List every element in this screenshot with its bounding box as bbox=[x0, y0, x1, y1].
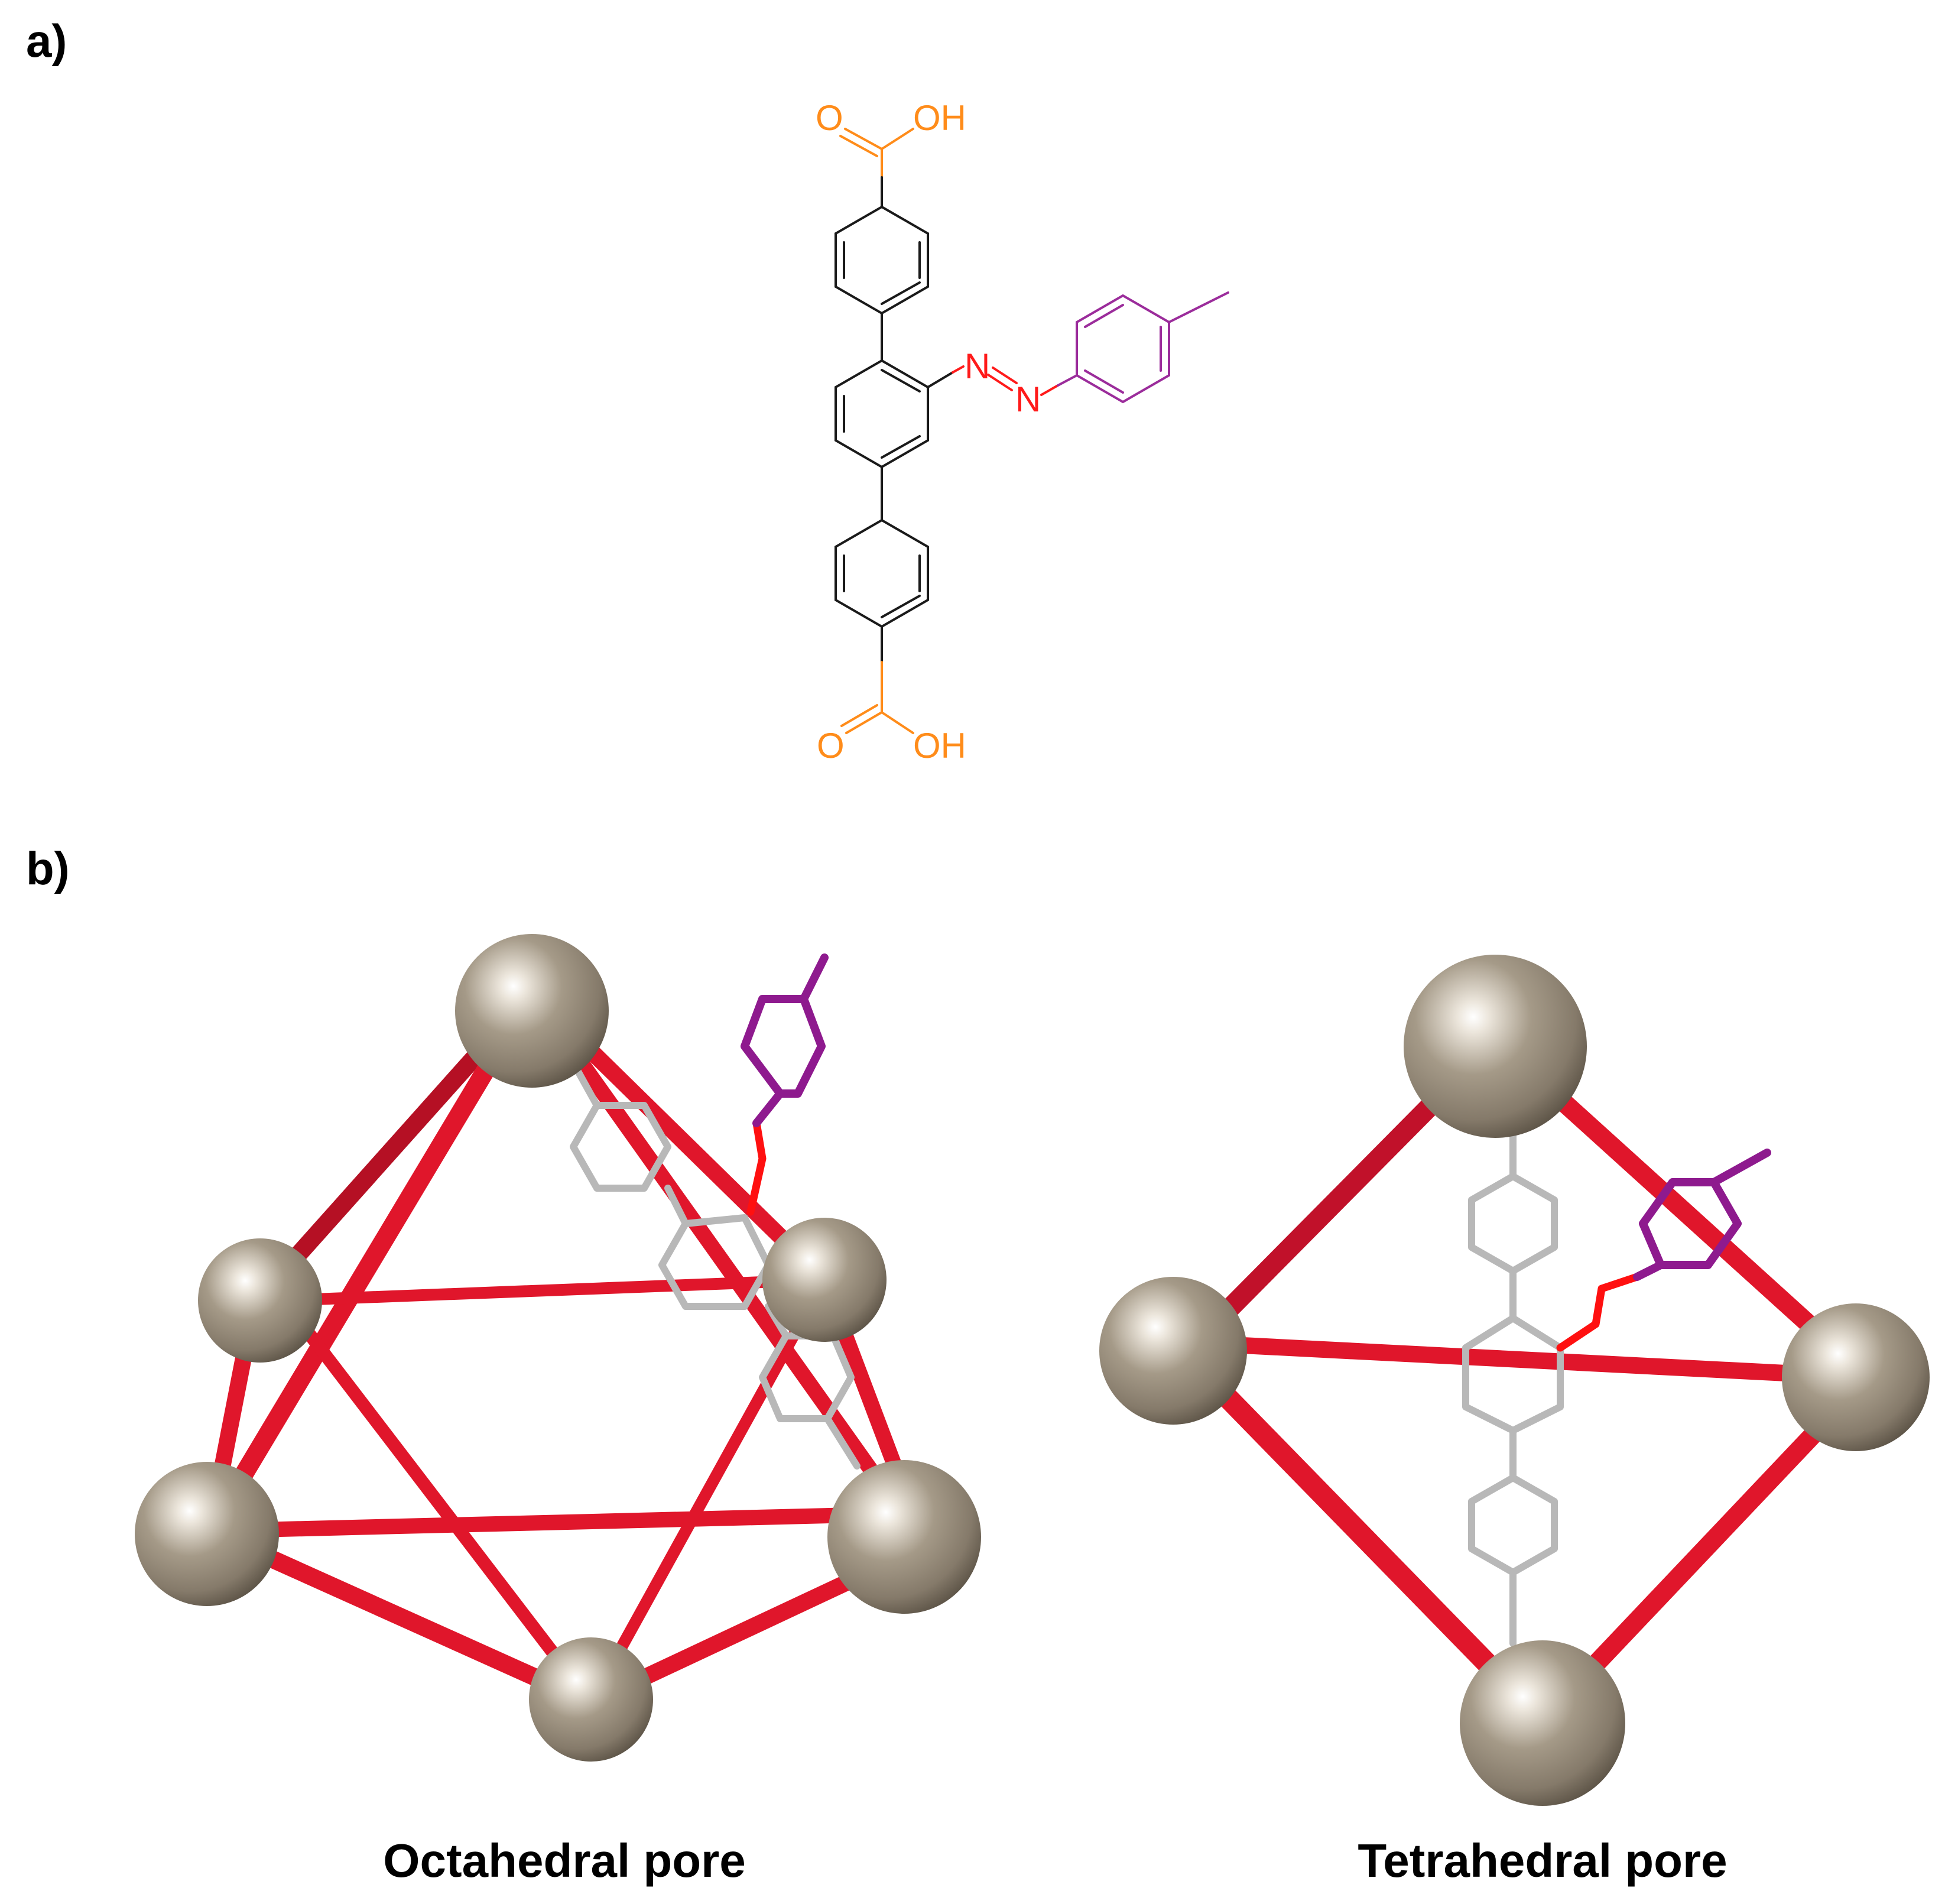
top-hydroxyl: OH bbox=[913, 98, 966, 138]
tetrahedral-pore-model bbox=[1099, 955, 1930, 1806]
bottom-carbonyl-oxygen: O bbox=[817, 726, 845, 766]
azo-linker-structure: O OH N N bbox=[816, 98, 1229, 766]
metal-node-sphere bbox=[198, 1238, 322, 1363]
tetrahedral-rods bbox=[1163, 1030, 1877, 1731]
tetrahedral-pore-caption: Tetrahedral pore bbox=[1358, 1834, 1727, 1887]
metal-node-sphere bbox=[762, 1218, 887, 1342]
tolyl-ring bbox=[1076, 291, 1229, 404]
tetrahedral-linker bbox=[1462, 1096, 1771, 1647]
metal-node-sphere bbox=[529, 1637, 653, 1762]
top-carboxyl-group: O OH bbox=[816, 98, 966, 179]
octahedral-pore-caption: Octahedral pore bbox=[383, 1834, 746, 1887]
metal-node-sphere bbox=[135, 1462, 279, 1606]
metal-node-sphere bbox=[1404, 955, 1587, 1138]
central-phenyl-ring bbox=[835, 359, 929, 469]
bottom-carboxyl-group: O OH bbox=[817, 661, 966, 766]
metal-node-sphere bbox=[1782, 1303, 1930, 1451]
azo-nitrogen-1: N bbox=[965, 346, 990, 386]
tetrahedral-metal-nodes bbox=[1099, 955, 1930, 1806]
octahedral-rods bbox=[200, 984, 933, 1711]
metal-node-sphere bbox=[1099, 1277, 1247, 1425]
octahedral-metal-nodes bbox=[135, 934, 981, 1762]
octahedral-pore-model bbox=[135, 934, 981, 1762]
bottom-phenyl-ring bbox=[835, 518, 929, 628]
top-phenyl-ring bbox=[835, 205, 929, 315]
azo-bridge: N N bbox=[927, 346, 1078, 419]
metal-node-sphere bbox=[455, 934, 609, 1088]
panel-b-label: b) bbox=[26, 842, 70, 894]
metal-node-sphere bbox=[1460, 1640, 1625, 1806]
metal-node-sphere bbox=[827, 1460, 981, 1614]
top-carbonyl-oxygen: O bbox=[816, 98, 843, 138]
azo-nitrogen-2: N bbox=[1015, 379, 1041, 419]
bottom-hydroxyl: OH bbox=[913, 726, 966, 766]
panel-a-label: a) bbox=[26, 15, 67, 67]
